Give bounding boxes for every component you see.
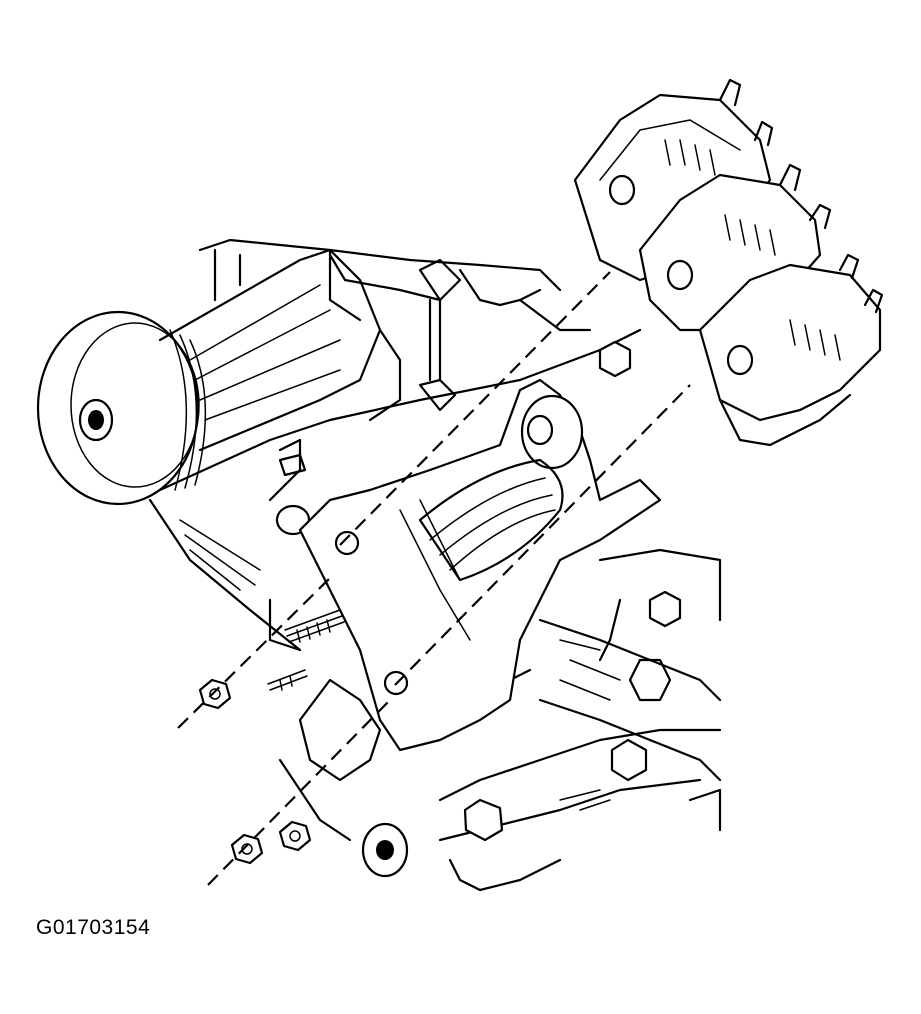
accessory-pulley (36, 310, 207, 506)
hex-nut (198, 678, 232, 710)
hex-nut (230, 833, 264, 865)
alignment-lines (177, 271, 691, 886)
mounting-bracket (298, 378, 662, 752)
figure-id-label: G01703154 (36, 916, 151, 939)
ignition-coil-pack (573, 78, 884, 447)
engine-block (148, 238, 722, 892)
mounting-studs (267, 609, 345, 691)
pump-body (158, 248, 462, 536)
block-bolts (361, 340, 682, 878)
hex-nut (278, 820, 312, 852)
